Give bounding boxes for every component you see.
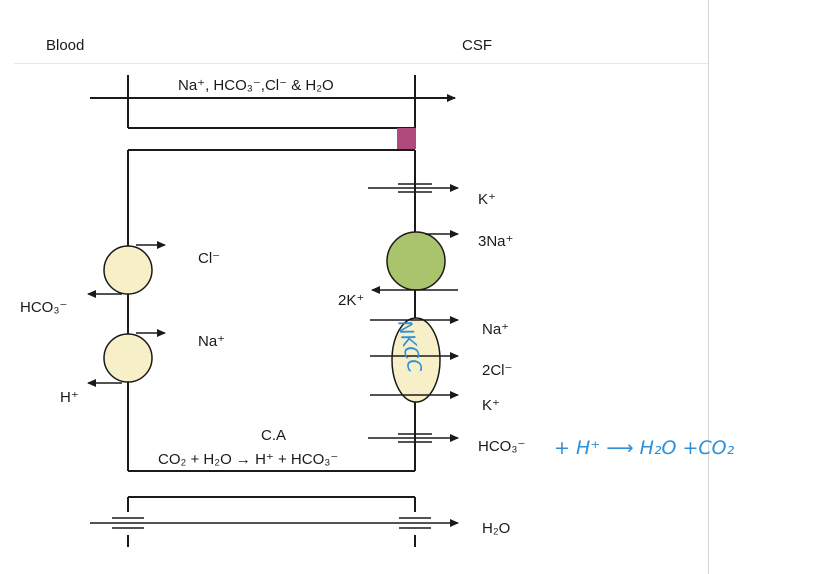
tight-junction: [397, 128, 416, 149]
paracellular-pathway: [90, 75, 456, 129]
k2-label: 2K⁺: [338, 292, 364, 309]
na-label-left: Na⁺: [198, 333, 225, 350]
na-k-atpase: [371, 230, 459, 294]
cl-label-left: Cl⁻: [198, 250, 220, 267]
water-pathway: [127, 496, 416, 547]
k-label-right-2: K⁺: [482, 397, 500, 414]
aquaporin-channels: [90, 517, 459, 529]
reaction-equation: CO₂ + H₂O → H⁺ + HCO₃⁻: [158, 451, 338, 468]
header-separator: [14, 63, 708, 64]
hco3-label-right: HCO₃⁻: [478, 438, 525, 455]
cl-hco3-exchanger: [87, 241, 166, 298]
choroid-plexus-transport-diagram: Blood CSF Na⁺, HCO₃⁻,Cl⁻ & H₂O Cl⁻ HCO₃⁻…: [20, 37, 735, 547]
paracellular-ions-label: Na⁺, HCO₃⁻,Cl⁻ & H₂O: [178, 77, 334, 94]
na3-label: 3Na⁺: [478, 233, 513, 250]
h2o-label: H₂O: [482, 520, 510, 537]
hco3-label-left: HCO₃⁻: [20, 299, 67, 316]
k-channel: [368, 183, 459, 193]
nkcc-cotransporter: [370, 316, 459, 403]
carbonic-anhydrase-label: C.A: [261, 427, 286, 444]
k-label-right: K⁺: [478, 191, 496, 208]
hco3-channel: [368, 433, 459, 443]
na-h-exchanger: [87, 329, 166, 387]
csf-label: CSF: [462, 37, 492, 54]
na-label-right: Na⁺: [482, 321, 509, 338]
blood-label: Blood: [46, 37, 84, 54]
cl2-label-right: 2Cl⁻: [482, 362, 512, 379]
handwritten-equation: + H⁺ ⟶ H₂O +CO₂: [554, 437, 735, 459]
epithelial-cell: [127, 149, 416, 472]
h-label-left: H⁺: [60, 389, 79, 406]
page-divider: [708, 0, 709, 574]
